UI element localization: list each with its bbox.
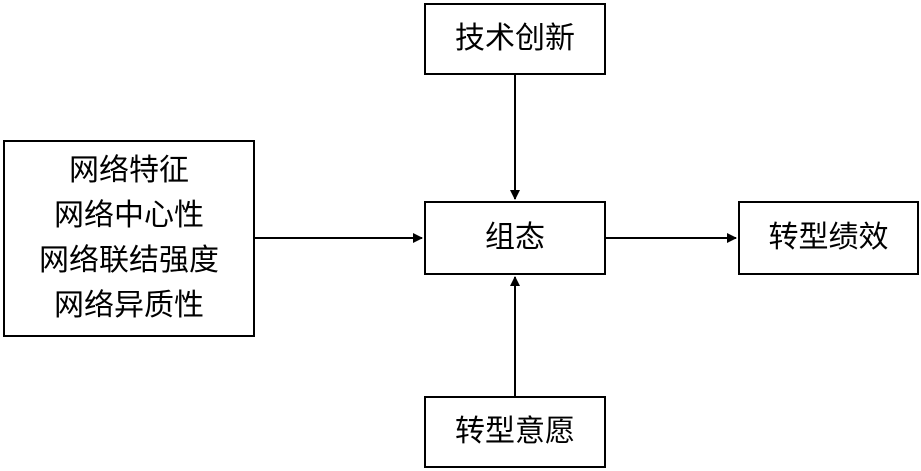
- transformation-willingness-label: 转型意愿: [455, 414, 575, 449]
- transformation-willingness-box: 转型意愿: [424, 396, 606, 468]
- network-features-title: 网络特征: [69, 153, 189, 188]
- tech-innovation-box: 技术创新: [424, 3, 606, 75]
- configuration-label: 组态: [485, 220, 545, 255]
- transformation-performance-label: 转型绩效: [768, 220, 889, 255]
- network-tie-strength-label: 网络联结强度: [39, 243, 219, 278]
- network-heterogeneity-label: 网络异质性: [54, 288, 204, 323]
- tech-innovation-label: 技术创新: [455, 21, 575, 56]
- configuration-box: 组态: [424, 201, 606, 275]
- network-centrality-label: 网络中心性: [54, 198, 204, 233]
- transformation-performance-box: 转型绩效: [738, 201, 919, 275]
- network-features-box: 网络特征 网络中心性 网络联结强度 网络异质性: [3, 140, 255, 337]
